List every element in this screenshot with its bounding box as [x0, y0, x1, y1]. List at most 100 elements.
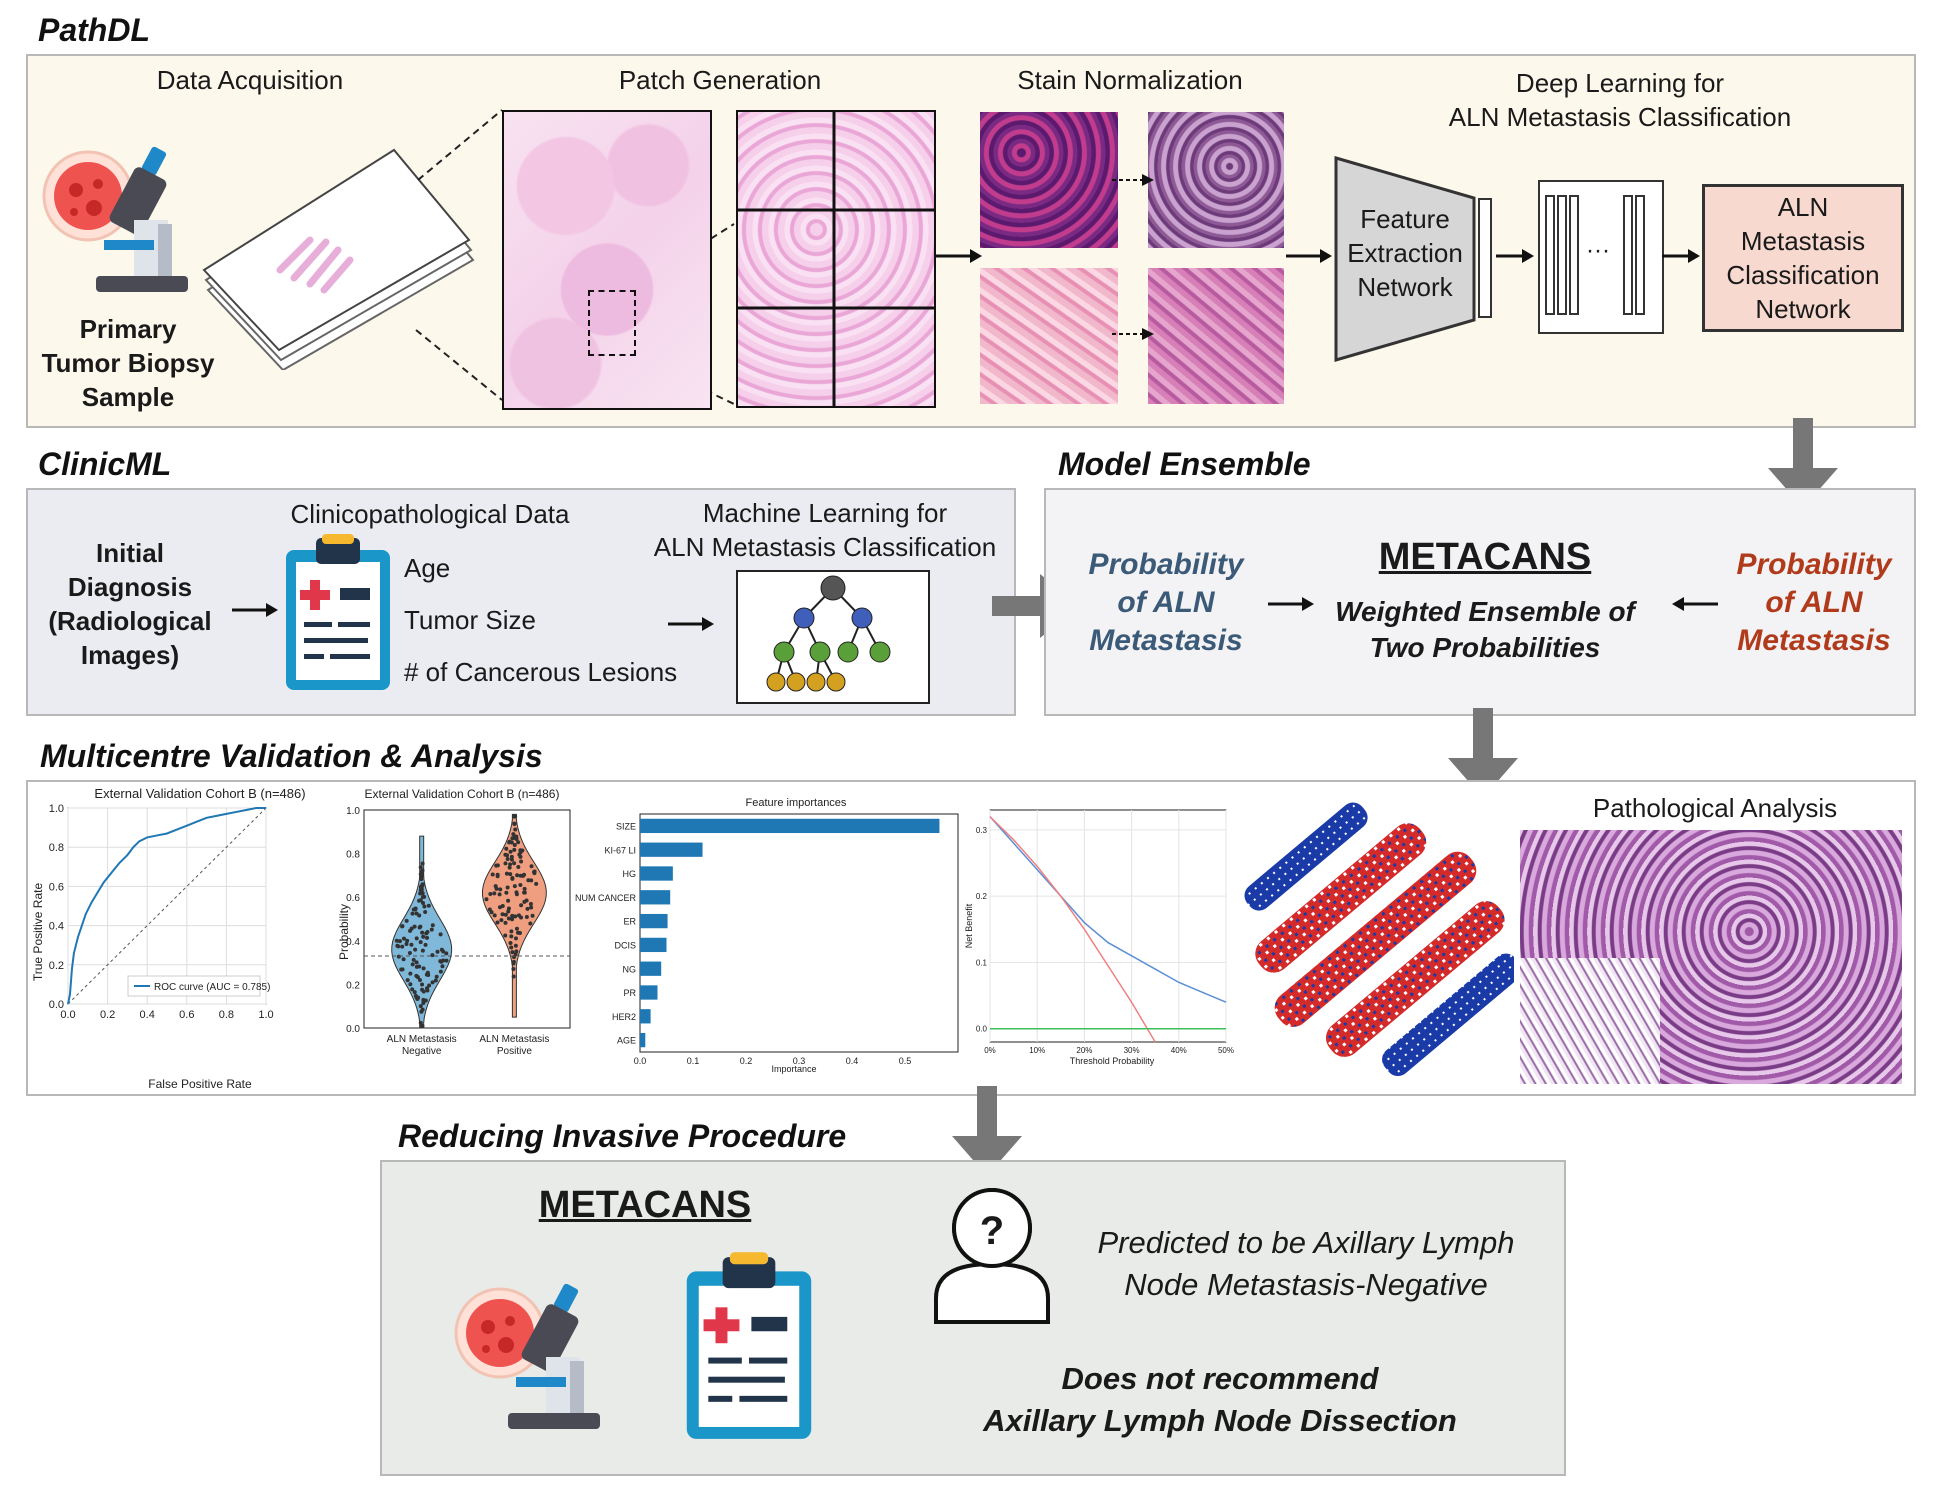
violin-point	[425, 929, 430, 934]
violin-category-label: Negative	[402, 1046, 442, 1057]
violin-point	[405, 978, 410, 983]
violin-point	[423, 942, 428, 947]
roc-xtick: 0.6	[179, 1009, 194, 1021]
violin-point	[404, 918, 409, 923]
violin-ytick: 0.2	[346, 980, 360, 991]
violin-point	[509, 934, 514, 939]
arrow-icon	[936, 249, 982, 263]
violin-point	[500, 903, 505, 908]
violin-point	[418, 891, 423, 896]
violin-point	[519, 903, 524, 908]
violin-point	[421, 989, 426, 994]
violin-point	[514, 926, 519, 931]
weighted-ensemble-label: Weighted Ensemble of Two Probabilities	[1335, 596, 1635, 663]
violin-point	[424, 986, 429, 991]
violin-point	[512, 861, 517, 866]
violin-point	[439, 959, 444, 964]
fi-category-label: NUM CANCER	[575, 893, 637, 903]
violin-point	[512, 821, 517, 826]
violin-point	[513, 936, 518, 941]
violin-point	[526, 878, 531, 883]
roc-ytick: 0.6	[49, 881, 64, 893]
violin-point	[423, 998, 428, 1003]
clipboard-icon	[286, 534, 390, 690]
fi-category-label: ER	[623, 917, 636, 927]
violin-point	[497, 892, 502, 897]
violin-point	[409, 942, 414, 947]
violin-ytick: 0.4	[346, 937, 360, 948]
roc-ylabel: True Positive Rate	[31, 883, 45, 982]
violin-point	[395, 943, 400, 948]
fi-bar	[640, 1032, 646, 1048]
mlp-layers	[1545, 195, 1645, 315]
violin-ytick: 0.0	[346, 1024, 360, 1035]
clipboard-icon	[686, 1252, 812, 1439]
patch-grid	[736, 110, 936, 408]
question-mark: ?	[979, 1209, 1005, 1253]
violin-point	[510, 876, 515, 881]
violin-point	[410, 911, 415, 916]
violin-point	[495, 874, 500, 879]
violin-point	[413, 947, 418, 952]
fi-category-label: DCIS	[614, 940, 636, 950]
violin-point	[414, 960, 419, 965]
violin-point	[433, 978, 438, 983]
violin-point	[498, 887, 503, 892]
violin-point	[400, 944, 405, 949]
violin-point	[516, 840, 521, 845]
violin-point	[418, 865, 423, 870]
violin-point	[505, 885, 510, 890]
fi-xtick: 0.5	[899, 1056, 912, 1066]
violin-point	[426, 903, 431, 908]
fi-bar	[640, 842, 703, 857]
violin-point	[519, 859, 524, 864]
violin-point	[507, 865, 512, 870]
violin-point	[435, 949, 440, 954]
violin-point	[417, 925, 422, 930]
violin-point	[522, 899, 527, 904]
violin-point	[513, 943, 518, 948]
violin-point	[492, 913, 497, 918]
fi-title: Feature importances	[746, 797, 847, 809]
whole-slide-image	[502, 110, 712, 410]
violin-point	[401, 957, 406, 962]
roc-curve	[67, 807, 266, 1005]
dca-xtick: 10%	[1029, 1046, 1045, 1055]
violin-point	[505, 856, 510, 861]
arrow-icon	[232, 603, 278, 617]
violin-point	[418, 888, 423, 893]
violin-point	[422, 904, 427, 909]
violin-point	[441, 949, 446, 954]
violin-ylabel: Probability	[337, 904, 351, 960]
feature-importance-chart: Feature importances Importance SIZEKI-67…	[575, 797, 959, 1074]
does-not-recommend-label: Does not recommend Axillary Lymph Node D…	[983, 1361, 1457, 1438]
pathological-analysis-image-inset	[1520, 958, 1660, 1084]
violin-point	[430, 953, 435, 958]
violin-point	[513, 914, 518, 919]
dca-xtick: 40%	[1171, 1046, 1187, 1055]
predicted-negative-label: Predicted to be Axillary Lymph Node Meta…	[1097, 1225, 1515, 1302]
violin-point	[440, 964, 445, 969]
clinical-feature-lesions: # of Cancerous Lesions	[404, 657, 678, 687]
violin-point	[429, 927, 434, 932]
deep-learning-label: Deep Learning for ALN Metastasis Classif…	[1448, 68, 1792, 132]
violin-point	[503, 852, 508, 857]
violin-point	[404, 941, 409, 946]
violin-point	[525, 906, 530, 911]
violin-point	[405, 938, 410, 943]
violin-point	[417, 964, 422, 969]
ensemble-metacans: METACANS	[1378, 536, 1592, 578]
violin-point	[394, 938, 399, 943]
arrow-icon	[1268, 597, 1314, 611]
violin-point	[419, 869, 424, 874]
violin-point	[430, 980, 435, 985]
violin-point	[492, 891, 497, 896]
violin-point	[509, 945, 514, 950]
fi-bar	[640, 818, 940, 834]
violin-point	[409, 926, 414, 931]
arrow-icon	[668, 617, 714, 631]
fi-bar	[640, 961, 662, 976]
violin-point	[420, 1023, 425, 1028]
microscope-icon	[42, 146, 188, 292]
clinicml-title: ClinicML	[38, 446, 172, 482]
